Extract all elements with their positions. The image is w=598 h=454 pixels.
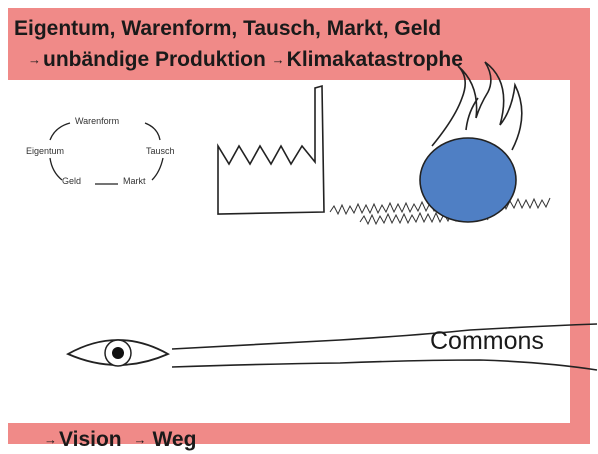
footer-line: →Vision →Weg — [44, 428, 196, 454]
factory-icon — [218, 86, 324, 214]
arrow-icon: → — [44, 432, 57, 447]
arrow-icon: → — [133, 432, 146, 447]
cycle-arrows — [50, 123, 163, 184]
eye-icon — [68, 340, 168, 366]
footer-weg: Weg — [152, 428, 196, 451]
flames-icon — [432, 62, 522, 150]
globe-icon — [420, 138, 516, 222]
footer-vision: Vision — [59, 428, 122, 451]
commons-label: Commons — [430, 327, 544, 356]
